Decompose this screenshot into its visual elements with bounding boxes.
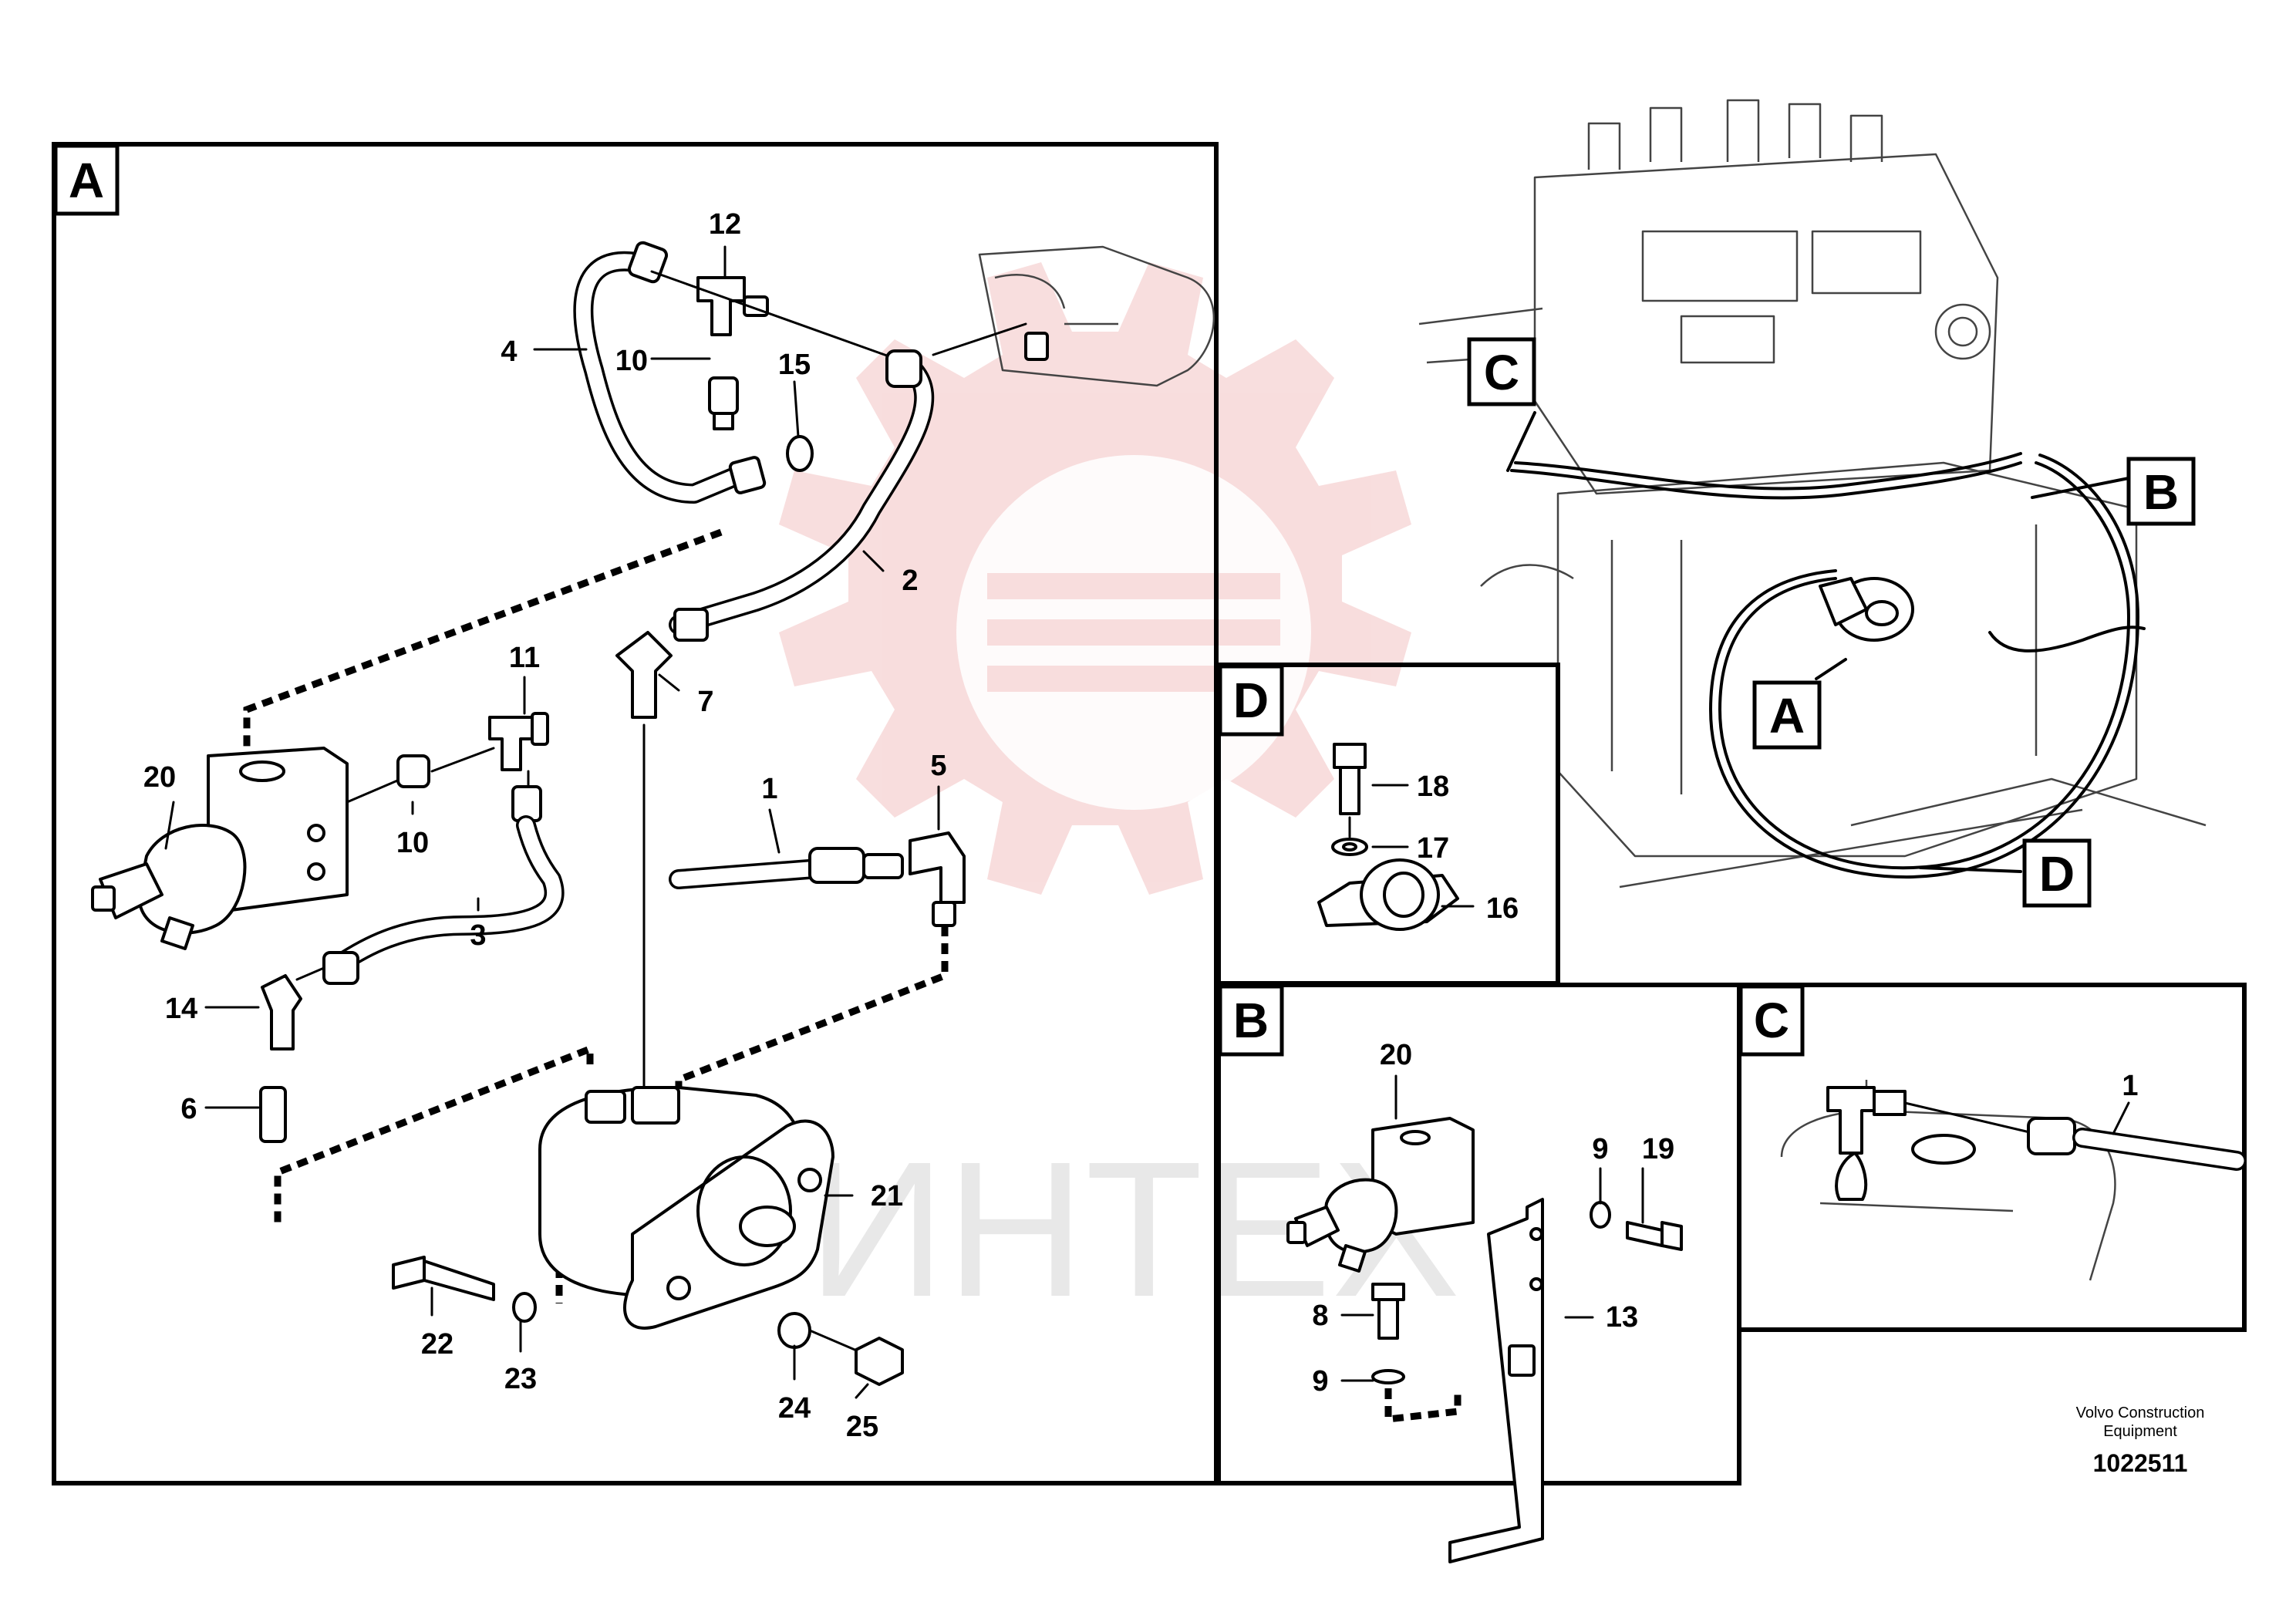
panel-b-tag: B <box>1233 993 1269 1048</box>
part-label: 11 <box>509 642 540 674</box>
part-label: 23 <box>504 1363 537 1395</box>
overview-callout-c-box <box>1467 337 1536 406</box>
part-label: 18 <box>1417 771 1449 803</box>
panel-a-labels: 12 4 15 10 2 11 7 20 10 5 1 3 14 6 21 22… <box>143 208 947 1443</box>
footer-company-line2: Equipment <box>2103 1423 2177 1440</box>
part-label: 24 <box>778 1392 811 1425</box>
part-label: 2 <box>902 565 918 597</box>
part-label: 5 <box>930 750 946 782</box>
part-label: 15 <box>778 349 811 381</box>
part-label: 3 <box>470 919 486 952</box>
overview-callout-b-box <box>2126 457 2196 526</box>
part-label: 1 <box>2122 1070 2138 1102</box>
part-label: 22 <box>421 1328 453 1361</box>
part-label: 17 <box>1417 832 1449 865</box>
part-label: 6 <box>180 1093 197 1125</box>
overview-callout-c: C <box>1484 345 1519 400</box>
part-label: 8 <box>1312 1300 1328 1332</box>
overview-illustration: C B A D <box>1418 99 2207 908</box>
panel-b: B 20 9 19 8 13 9 <box>1216 983 1741 1563</box>
part-label: 9 <box>1592 1133 1608 1165</box>
part-label: 7 <box>697 686 713 718</box>
part-label: 20 <box>1380 1039 1412 1071</box>
overview-callout-b: B <box>2143 464 2179 520</box>
overview-callout-a-box <box>1752 680 1822 750</box>
part-label: 19 <box>1642 1133 1674 1165</box>
overview-callout-a: A <box>1769 688 1805 744</box>
panel-a-tag: A <box>69 153 104 208</box>
figure-number: 1022511 <box>2093 1449 2188 1477</box>
part-label: 4 <box>501 336 517 368</box>
part-label: 16 <box>1486 892 1519 925</box>
part-label: 25 <box>846 1411 878 1443</box>
part-label: 10 <box>396 827 429 859</box>
panel-d: D 18 17 16 <box>1216 663 1560 986</box>
overview-callout-d: D <box>2039 846 2075 902</box>
panel-d-tag: D <box>1233 673 1269 728</box>
part-label: 1 <box>761 773 777 805</box>
panel-c-tag: C <box>1754 993 1789 1048</box>
part-label: 9 <box>1312 1365 1328 1398</box>
footer-company-line1: Volvo Construction <box>2076 1404 2205 1421</box>
part-label: 12 <box>709 208 741 241</box>
overview-callout-d-box <box>2022 838 2092 908</box>
footer: Volvo Construction Equipment 1022511 <box>2076 1404 2205 1477</box>
part-label: 20 <box>143 761 176 794</box>
part-label: 13 <box>1606 1301 1638 1334</box>
panel-c: C 1 <box>1737 983 2247 1332</box>
part-label: 10 <box>615 345 648 377</box>
part-label: 14 <box>165 993 197 1025</box>
panel-a: A <box>52 142 1219 1485</box>
part-label: 21 <box>871 1180 903 1212</box>
